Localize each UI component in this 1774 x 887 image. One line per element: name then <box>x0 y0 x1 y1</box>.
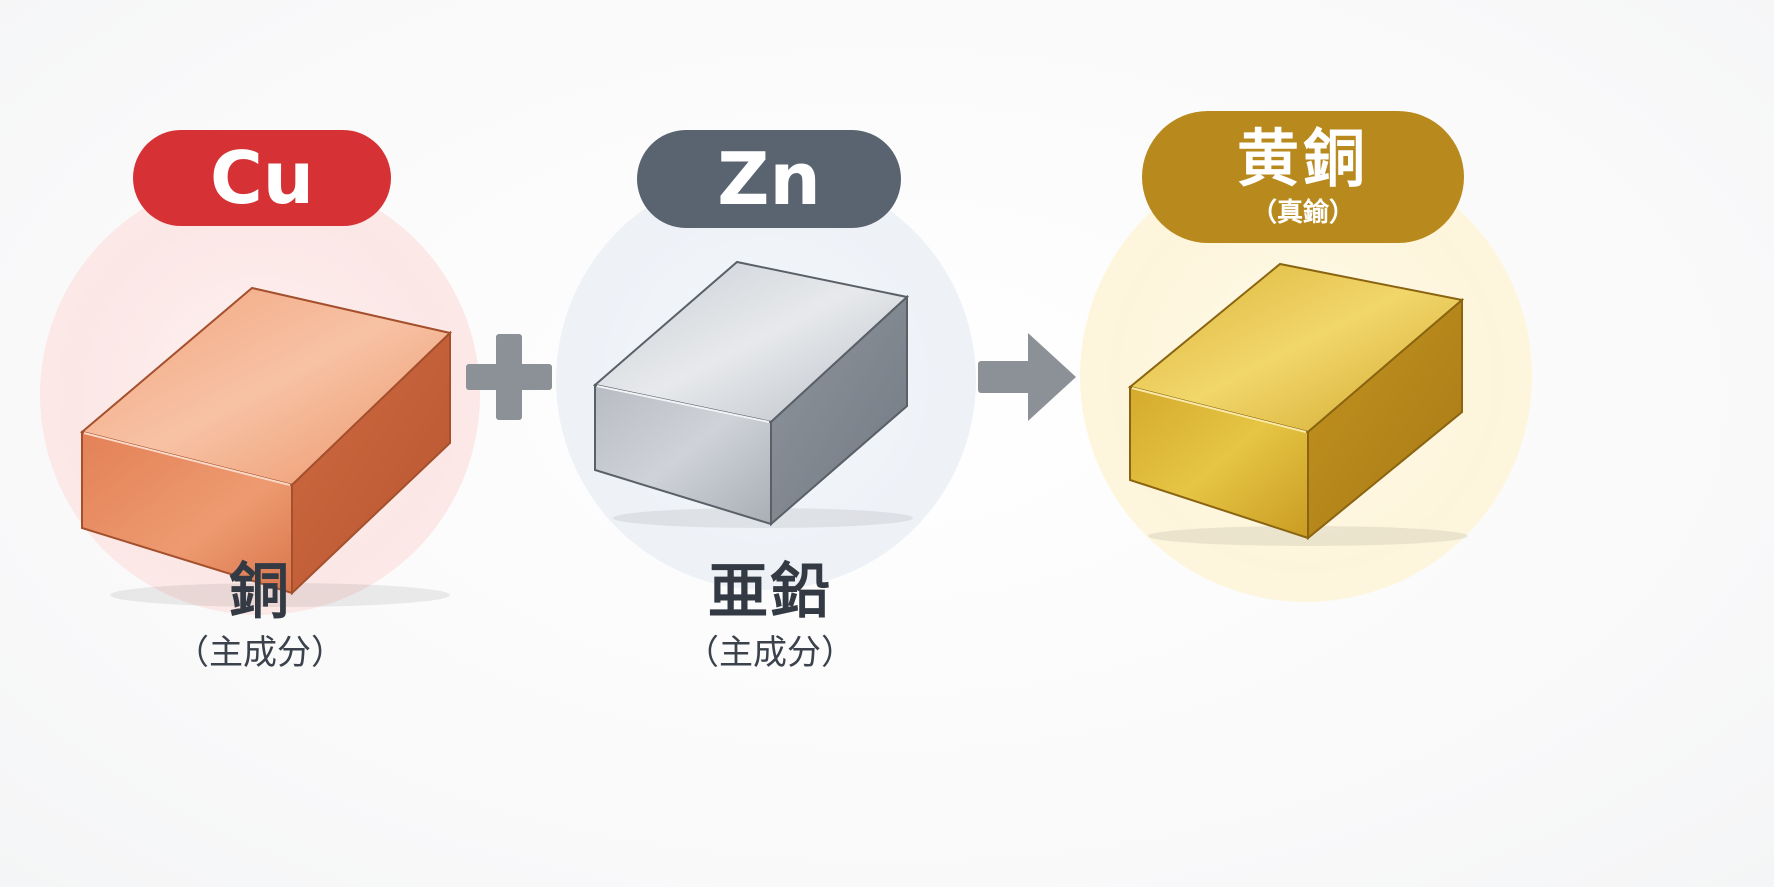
brass-block <box>1128 262 1468 546</box>
copper-name: 銅 <box>229 557 291 627</box>
zinc-block <box>593 260 913 528</box>
copper-label: 銅 （主成分） <box>150 562 370 670</box>
copper-symbol: Cu <box>209 136 315 220</box>
arrow-right-icon <box>978 333 1076 421</box>
brass-name: 黄銅 <box>1236 122 1369 195</box>
brass-alias: （真鍮） <box>1250 198 1355 228</box>
copper-block <box>80 286 453 607</box>
brass-badge: 黄銅 （真鍮） <box>1142 111 1464 243</box>
zinc-note: （主成分） <box>685 633 855 673</box>
zinc-name: 亜鉛 <box>708 557 832 627</box>
zinc-symbol: Zn <box>717 137 821 221</box>
copper-note: （主成分） <box>175 633 345 673</box>
zinc-label: 亜鉛 （主成分） <box>660 562 880 670</box>
zinc-symbol-badge: Zn <box>637 130 901 228</box>
plus-icon <box>466 334 552 420</box>
copper-symbol-badge: Cu <box>133 130 391 226</box>
